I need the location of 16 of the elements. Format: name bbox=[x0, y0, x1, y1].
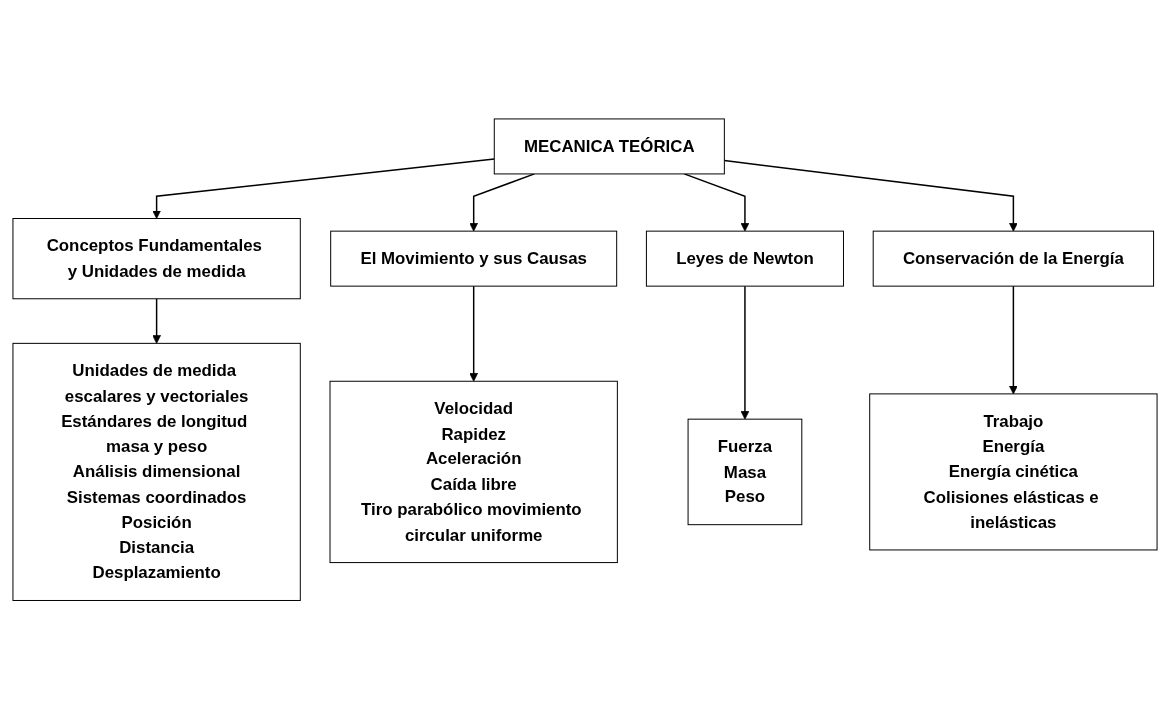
arrow bbox=[1008, 285, 1018, 395]
node-box: Trabajo Energía Energía cinética Colisiones elásticas e inelásticas bbox=[868, 393, 1158, 551]
arrow bbox=[740, 285, 749, 420]
node-box: Fuerza Masa Peso bbox=[687, 418, 802, 525]
node-box: Conceptos Fundamentales y Unidades de medida bbox=[11, 217, 301, 300]
arrow bbox=[151, 158, 495, 219]
node-box: Conservación de la Energía bbox=[872, 230, 1154, 287]
node-box: Unidades de medida escalares y vectoriales Estándares de longitud masa y peso Análisis dimensional Sistemas coordinados Posición Distancia Desplazamiento bbox=[11, 342, 301, 601]
node-box: El Movimiento y sus Causas bbox=[329, 230, 617, 287]
arrow bbox=[151, 297, 161, 344]
node-box: MECANICA TEÓRICA bbox=[493, 118, 725, 175]
arrow bbox=[468, 285, 478, 382]
node-box: Velocidad Rapidez Aceleración Caída libre Tiro parabólico movimiento circular uniforme bbox=[329, 380, 618, 563]
node-box: Leyes de Newton bbox=[645, 230, 844, 287]
arrow bbox=[468, 172, 535, 232]
arrow bbox=[723, 159, 1018, 232]
